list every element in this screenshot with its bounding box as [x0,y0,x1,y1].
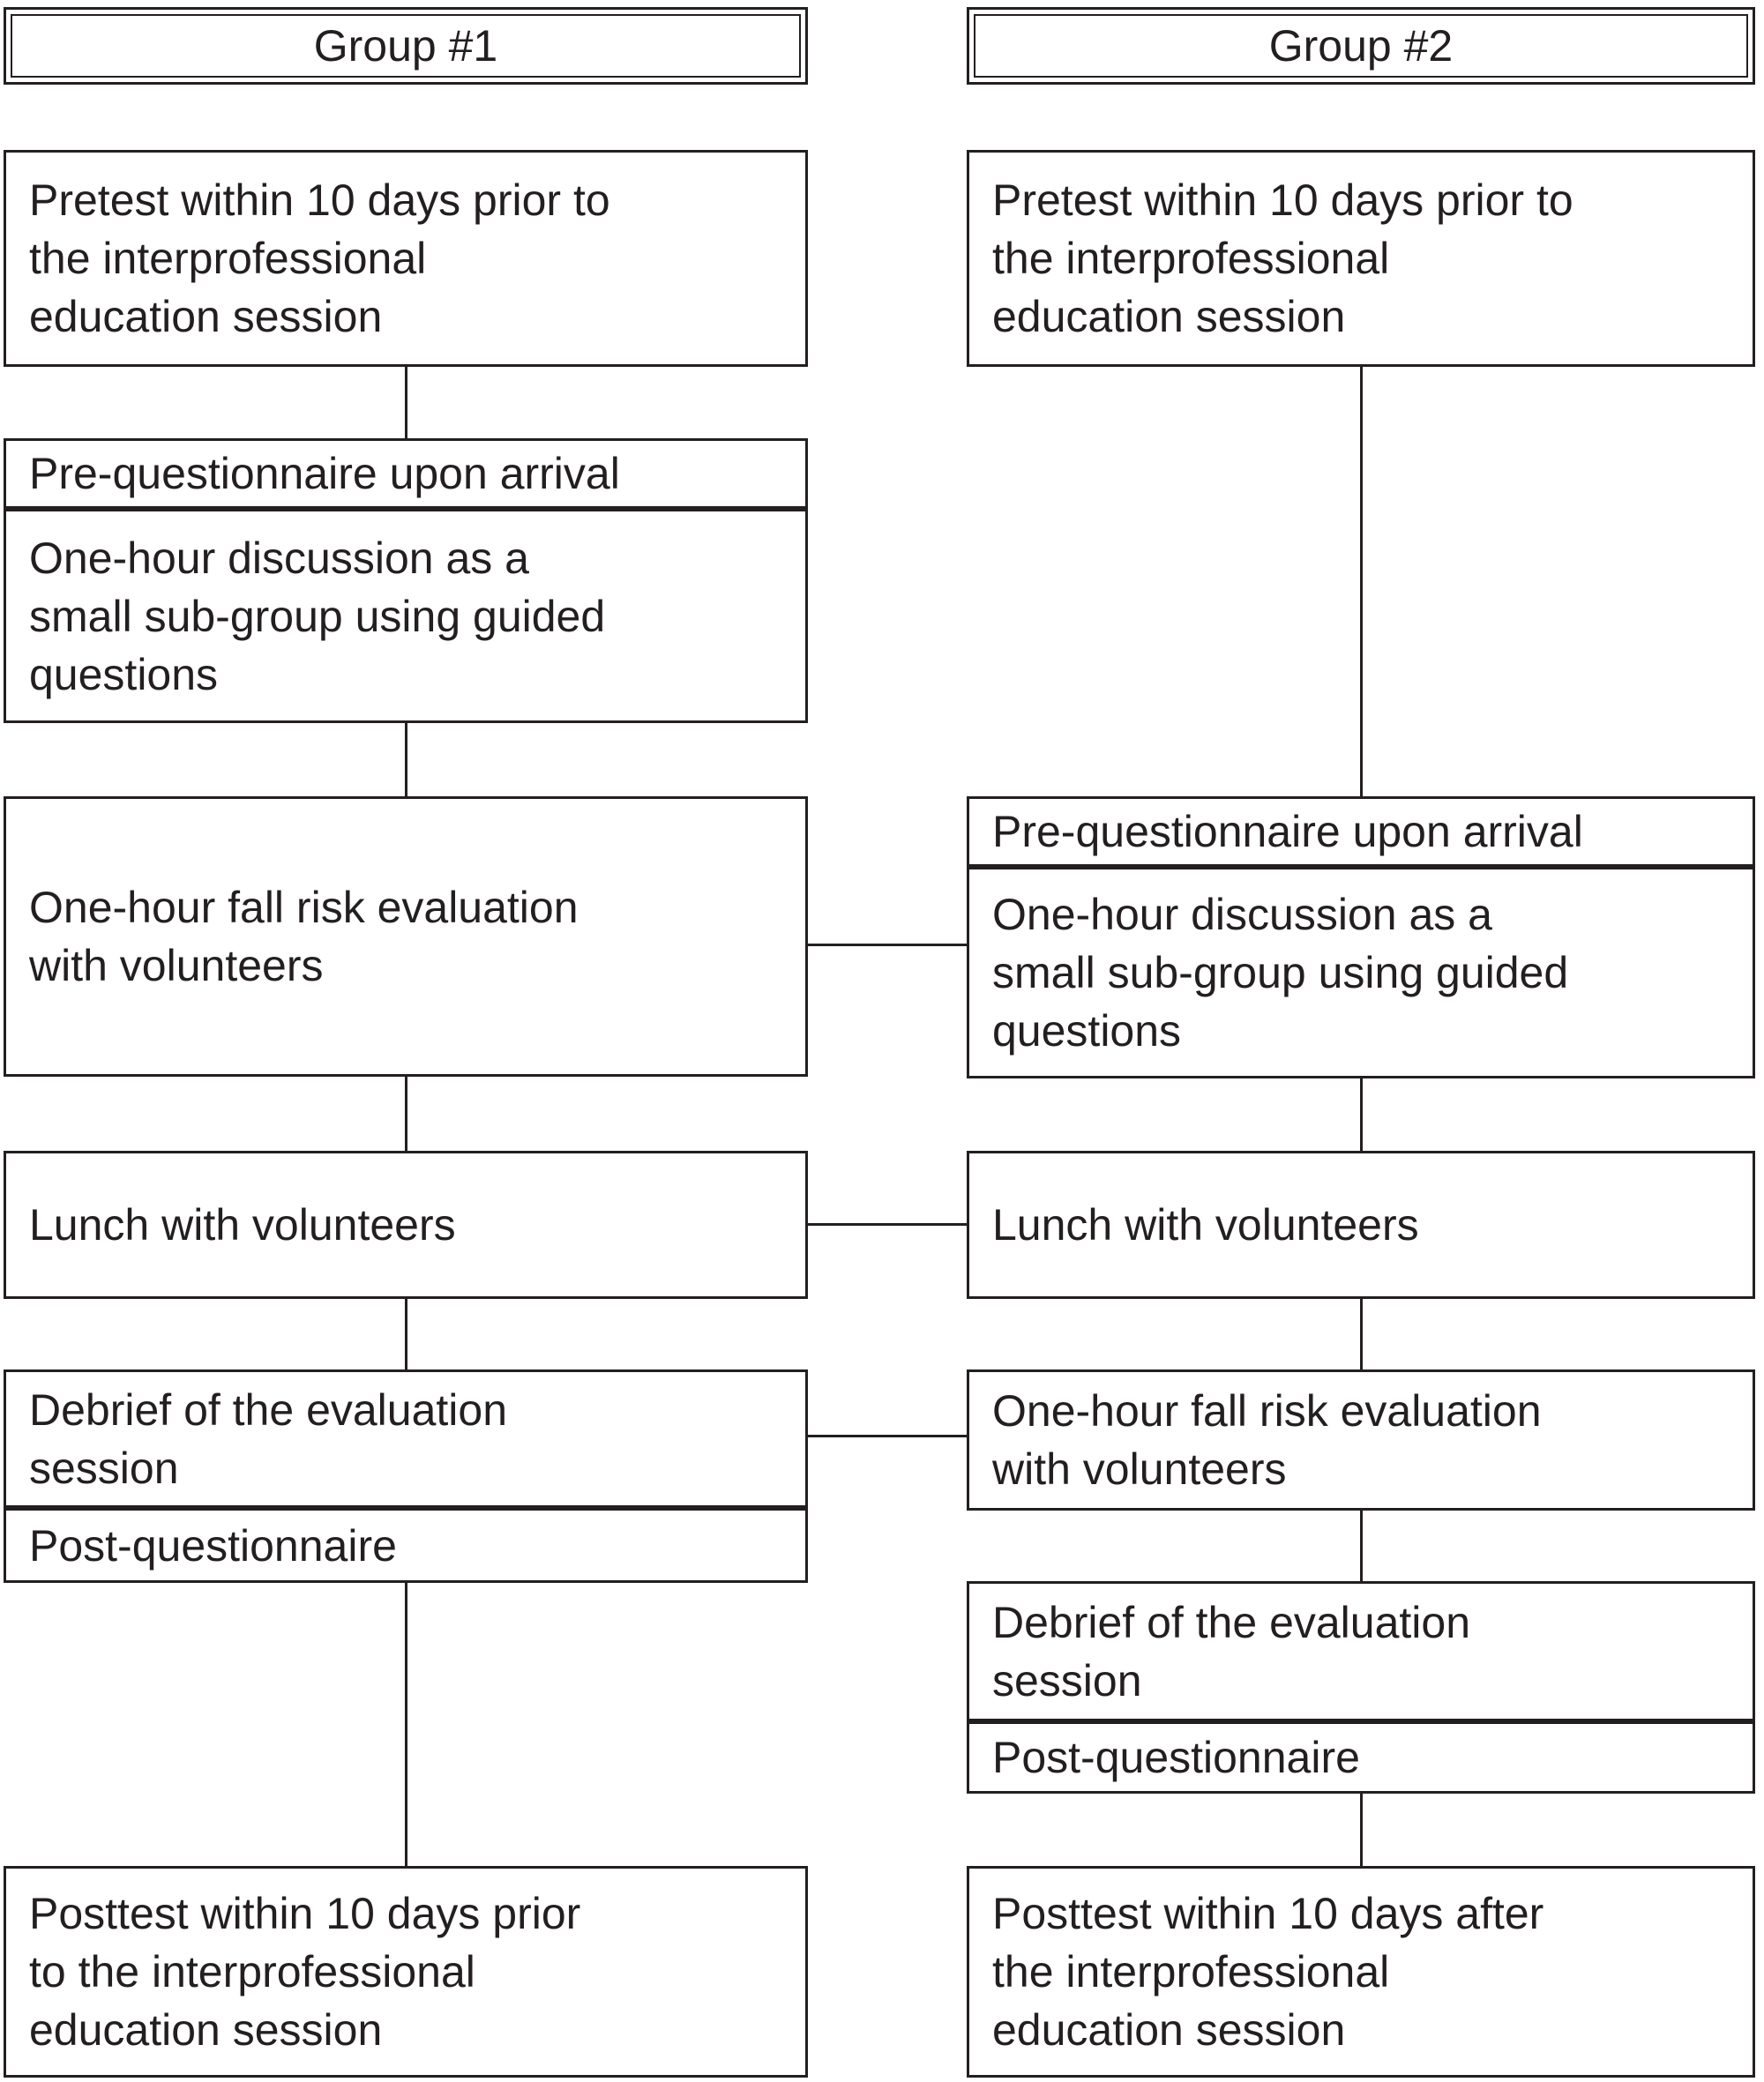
group2-connector-pretest-to-prequestionnaire [1359,367,1363,796]
group1-connector-postquestionnaire-to-posttest [404,1583,407,1866]
group2-lunch-text: Lunch with volunteers [992,1200,1419,1250]
group2-column: Group #2 Pretest within 10 days prior to… [967,0,1755,2082]
group1-posttest-box: Posttest within 10 days prior to the int… [4,1866,808,2078]
group2-header: Group #2 [967,7,1755,85]
group2-postquestionnaire-box: Post-questionnaire [967,1721,1755,1794]
group2-pretest-box: Pretest within 10 days prior to the inte… [967,150,1755,367]
cross-connector-fallrisk-to-discussion [808,944,967,946]
group2-lunch-box: Lunch with volunteers [967,1151,1755,1299]
group1-header-label: Group #1 [313,21,498,71]
group1-column: Group #1 Pretest within 10 days prior to… [4,0,808,2082]
group1-debrief-box: Debrief of the evaluation session [4,1369,808,1508]
group1-lunch-box: Lunch with volunteers [4,1151,808,1299]
group1-fallrisk-text: One-hour fall risk evaluation with volun… [29,883,579,990]
group2-debrief-text: Debrief of the evaluation session [992,1597,1471,1705]
group2-debrief-box: Debrief of the evaluation session [967,1581,1755,1721]
group1-header-frame: Group #1 [11,14,801,78]
group2-postquestionnaire-text: Post-questionnaire [992,1733,1360,1782]
group1-discussion-box: One-hour discussion as a small sub-group… [4,509,808,723]
group2-prequestionnaire-text: Pre-questionnaire upon arrival [992,807,1583,856]
group1-prequestionnaire-text: Pre-questionnaire upon arrival [29,449,620,498]
group2-prequestionnaire-box: Pre-questionnaire upon arrival [967,796,1755,867]
group1-fallrisk-box: One-hour fall risk evaluation with volun… [4,796,808,1077]
group1-pretest-box: Pretest within 10 days prior to the inte… [4,150,808,367]
group2-connector-fallrisk-to-debrief [1359,1511,1363,1581]
group1-prequestionnaire-box: Pre-questionnaire upon arrival [4,438,808,509]
group1-lunch-text: Lunch with volunteers [29,1200,456,1250]
group1-posttest-text: Posttest within 10 days prior to the int… [29,1889,581,2055]
group1-discussion-text: One-hour discussion as a small sub-group… [29,533,606,699]
group2-header-label: Group #2 [1268,21,1454,71]
group1-postquestionnaire-text: Post-questionnaire [29,1520,397,1571]
group1-header: Group #1 [4,7,808,85]
group2-posttest-box: Posttest within 10 days after the interp… [967,1866,1755,2078]
group2-pretest-text: Pretest within 10 days prior to the inte… [992,175,1573,341]
group1-connector-fallrisk-to-lunch [404,1077,407,1151]
group1-pretest-text: Pretest within 10 days prior to the inte… [29,175,610,341]
group1-debrief-text: Debrief of the evaluation session [29,1384,508,1493]
group1-connector-pretest-to-prequestionnaire [404,367,407,438]
group2-connector-discussion-to-lunch [1359,1078,1363,1151]
group2-discussion-box: One-hour discussion as a small sub-group… [967,867,1755,1078]
group2-connector-lunch-to-fallrisk [1359,1299,1363,1369]
cross-connector-lunch-to-lunch [808,1223,967,1226]
group1-postquestionnaire-box: Post-questionnaire [4,1508,808,1583]
group2-connector-postquestionnaire-to-posttest [1359,1794,1363,1866]
group1-connector-lunch-to-debrief [404,1299,407,1369]
group2-discussion-text: One-hour discussion as a small sub-group… [992,890,1569,1056]
group2-posttest-text: Posttest within 10 days after the interp… [992,1889,1544,2055]
group1-connector-discussion-to-fallrisk [404,723,407,796]
group2-fallrisk-text: One-hour fall risk evaluation with volun… [992,1386,1542,1494]
group2-header-frame: Group #2 [974,14,1748,78]
group2-fallrisk-box: One-hour fall risk evaluation with volun… [967,1369,1755,1511]
cross-connector-debrief-to-fallrisk [808,1435,967,1437]
